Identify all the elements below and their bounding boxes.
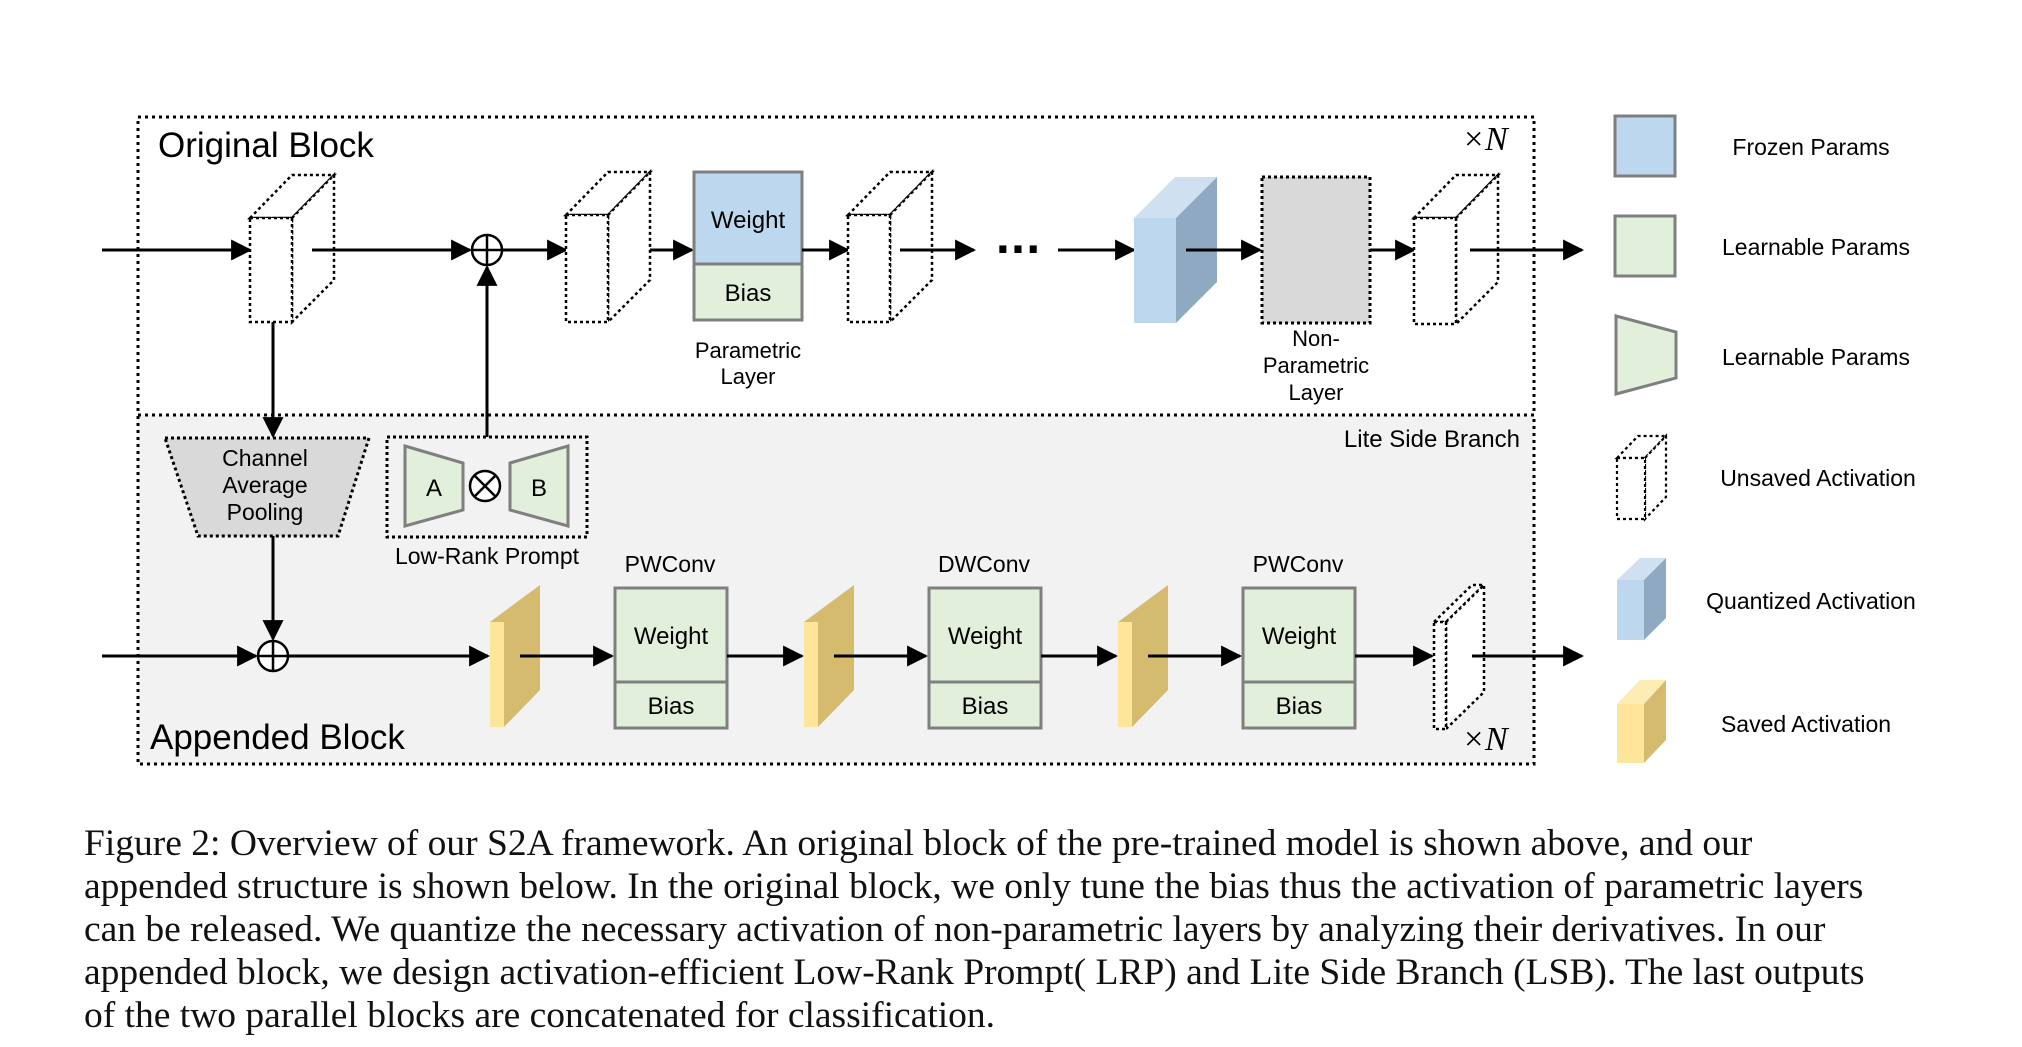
legend-learnable-trapezoid: [1614, 314, 1678, 396]
nonparam-label-1: Non-: [1292, 326, 1340, 351]
pwconv-2-bias: Bias: [1276, 693, 1323, 720]
add-icon-top: [470, 233, 504, 267]
nonparametric-layer: Non- Parametric Layer: [1260, 175, 1372, 405]
unsaved-activation-top-3: [845, 168, 935, 326]
saved-activation-2: [804, 585, 854, 727]
legend-learnable-swatch: [1613, 214, 1677, 278]
legend-quantized-icon: [1617, 558, 1666, 640]
pwconv-1-weight: Weight: [634, 623, 709, 650]
legend: Frozen Params Learnable Params Learnable…: [1613, 114, 1916, 763]
pwconv-1-bias: Bias: [648, 693, 695, 720]
param-layer-label-2: Layer: [720, 364, 775, 389]
pwconv-2-weight: Weight: [1262, 623, 1337, 650]
original-block-title: Original Block: [158, 126, 374, 165]
lrp-a-text: A: [426, 475, 442, 502]
add-icon-bottom: [256, 639, 290, 673]
frozen-weight-box: [692, 170, 804, 266]
legend-unsaved-icon: [1614, 433, 1669, 522]
param-weight-text: Weight: [711, 207, 786, 234]
nonparam-label-2: Parametric: [1263, 353, 1369, 378]
pooling-label-3: Pooling: [227, 499, 304, 525]
legend-label-quantized: Quantized Activation: [1706, 588, 1916, 614]
lrp-b-text: B: [531, 475, 547, 502]
nonparam-label-3: Layer: [1288, 380, 1343, 405]
unsaved-activation-top-2: [563, 168, 653, 326]
dwconv: DWConv Weight Bias: [927, 551, 1043, 730]
ellipsis: ···: [995, 227, 1041, 273]
legend-label-learnable-1: Learnable Params: [1722, 234, 1910, 260]
lrp-a-trapezoid: [403, 443, 465, 528]
caption-line-4: appended block, we design activation-eff…: [84, 952, 1865, 993]
lrp-label: Low-Rank Prompt: [395, 543, 580, 569]
legend-label-frozen: Frozen Params: [1732, 134, 1889, 160]
legend-label-learnable-2: Learnable Params: [1722, 344, 1910, 370]
lrp-b-trapezoid: [508, 443, 570, 528]
unsaved-activation-bottom: [1430, 582, 1488, 732]
low-rank-prompt: A B Low-Rank Prompt: [385, 435, 589, 569]
caption-line-2: appended structure is shown below. In th…: [84, 866, 1864, 907]
pwconv-1-name: PWConv: [625, 551, 716, 577]
saved-activation-3: [1118, 585, 1168, 727]
pwconv-2-name: PWConv: [1253, 551, 1344, 577]
figure-caption: Figure 2: Overview of our S2A framework.…: [84, 822, 1948, 1037]
appended-block-title: Appended Block: [150, 718, 405, 757]
dwconv-weight: Weight: [948, 623, 1023, 650]
legend-label-unsaved: Unsaved Activation: [1720, 465, 1916, 491]
original-block-repeat: ×N: [1462, 121, 1510, 158]
dwconv-name: DWConv: [938, 551, 1031, 577]
multiply-icon: [468, 469, 502, 503]
pwconv-1: PWConv Weight Bias: [613, 551, 729, 730]
caption-line-3: can be released. We quantize the necessa…: [84, 909, 1826, 950]
param-layer-label-1: Parametric: [695, 338, 801, 363]
param-bias-text: Bias: [725, 280, 772, 307]
pooling-label-1: Channel: [222, 445, 308, 471]
caption-line-5: of the two parallel blocks are concatena…: [84, 995, 996, 1036]
parametric-layer: Weight Bias Parametric Layer: [692, 170, 804, 389]
legend-label-saved: Saved Activation: [1721, 711, 1891, 737]
appended-block-frame: [136, 413, 1536, 766]
dwconv-bias: Bias: [962, 693, 1009, 720]
legend-saved-icon: [1617, 680, 1666, 763]
caption-line-1: Figure 2: Overview of our S2A framework.…: [84, 823, 1753, 864]
appended-block-repeat: ×N: [1462, 721, 1510, 758]
channel-average-pooling: Channel Average Pooling: [162, 436, 372, 538]
s2a-diagram: Original Block ×N Appended Block ×N Lite…: [102, 114, 1916, 766]
pooling-label-2: Average: [222, 472, 307, 498]
learnable-bias-box: [692, 262, 804, 322]
legend-frozen-swatch: [1613, 114, 1677, 178]
lite-side-branch-label: Lite Side Branch: [1344, 426, 1520, 453]
saved-activation-1: [490, 585, 540, 727]
pwconv-2: PWConv Weight Bias: [1241, 551, 1357, 730]
